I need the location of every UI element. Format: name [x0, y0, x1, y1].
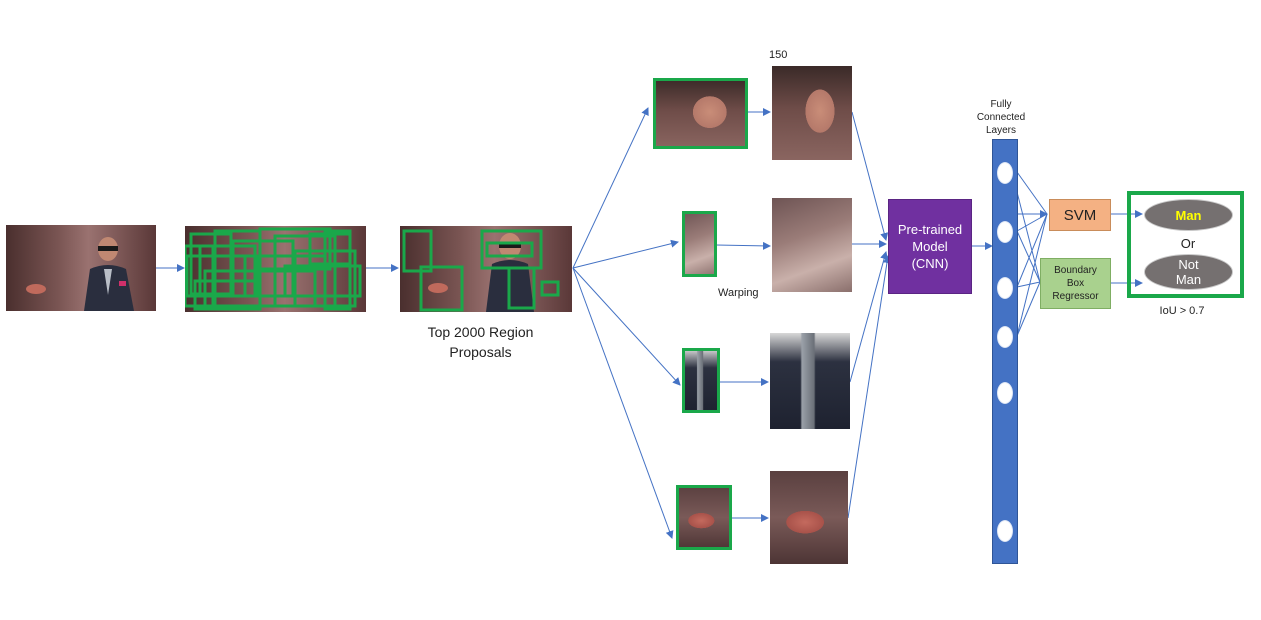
- proposal-boxes-cluster: [185, 227, 362, 311]
- bbox-regressor-box: Boundary Box Regressor: [1040, 258, 1111, 309]
- class-man-ellipse: Man: [1144, 199, 1233, 231]
- width-label: 150: [769, 49, 788, 61]
- svm-label: SVM: [1063, 206, 1097, 224]
- arrow-face-to-cnn: [851, 111, 889, 241]
- fc-layers-label: Fully Connected Layers: [976, 99, 1026, 136]
- warping-label: Warping: [718, 287, 759, 299]
- iou-label: IoU > 0.7: [1159, 305, 1205, 317]
- fc-node: [997, 162, 1013, 184]
- proposal-frame-tie: [682, 348, 720, 413]
- arrow-fan-tie: [572, 267, 681, 386]
- output-frame: [1127, 191, 1244, 298]
- proposal-crop-skin: [683, 212, 716, 276]
- person-photo-icon: [26, 237, 134, 311]
- warped-skin: [772, 198, 852, 292]
- proposal-crop-hand: [677, 486, 731, 549]
- arrow-warp-skin: [715, 241, 771, 250]
- selected-person-photo-icon: [402, 229, 560, 312]
- arrow-hand-to-cnn: [847, 255, 891, 519]
- fc-node: [997, 520, 1013, 542]
- warped-tie: [770, 333, 850, 429]
- cnn-model-label: Pre-trained Model (CNN): [897, 222, 963, 271]
- input-image: [6, 225, 156, 311]
- warped-hand: [770, 471, 848, 564]
- fc-node: [997, 382, 1013, 404]
- class-not-man-ellipse: Not Man: [1144, 254, 1233, 290]
- proposal-frame-face: [653, 78, 748, 149]
- proposal-frame-skin: [682, 211, 717, 277]
- svm-box: SVM: [1049, 199, 1111, 231]
- arrow-fan-face: [572, 107, 649, 269]
- all-proposals-image: [185, 226, 366, 312]
- class-man-label: Man: [1175, 207, 1202, 223]
- selected-proposals-image: [400, 226, 572, 312]
- arrow-tie-to-cnn: [849, 251, 888, 383]
- proposal-crop-tie: [683, 349, 719, 412]
- bbox-regressor-label: Boundary Box Regressor: [1052, 265, 1099, 302]
- fc-node: [997, 277, 1013, 299]
- arrow-fan-hand: [572, 267, 674, 539]
- arrow-fan-skin: [572, 239, 679, 269]
- proposal-crop-face: [654, 79, 747, 148]
- or-label: Or: [1180, 236, 1196, 251]
- fc-node: [997, 221, 1013, 243]
- warped-face: [772, 66, 852, 160]
- proposal-frame-hand: [676, 485, 732, 550]
- top-proposals-label: Top 2000 Region Proposals: [427, 324, 534, 360]
- class-not-man-label: Not Man: [1175, 257, 1202, 287]
- cnn-model-box: Pre-trained Model (CNN): [888, 199, 972, 294]
- fc-layers-bar: [992, 139, 1018, 564]
- fc-node: [997, 326, 1013, 348]
